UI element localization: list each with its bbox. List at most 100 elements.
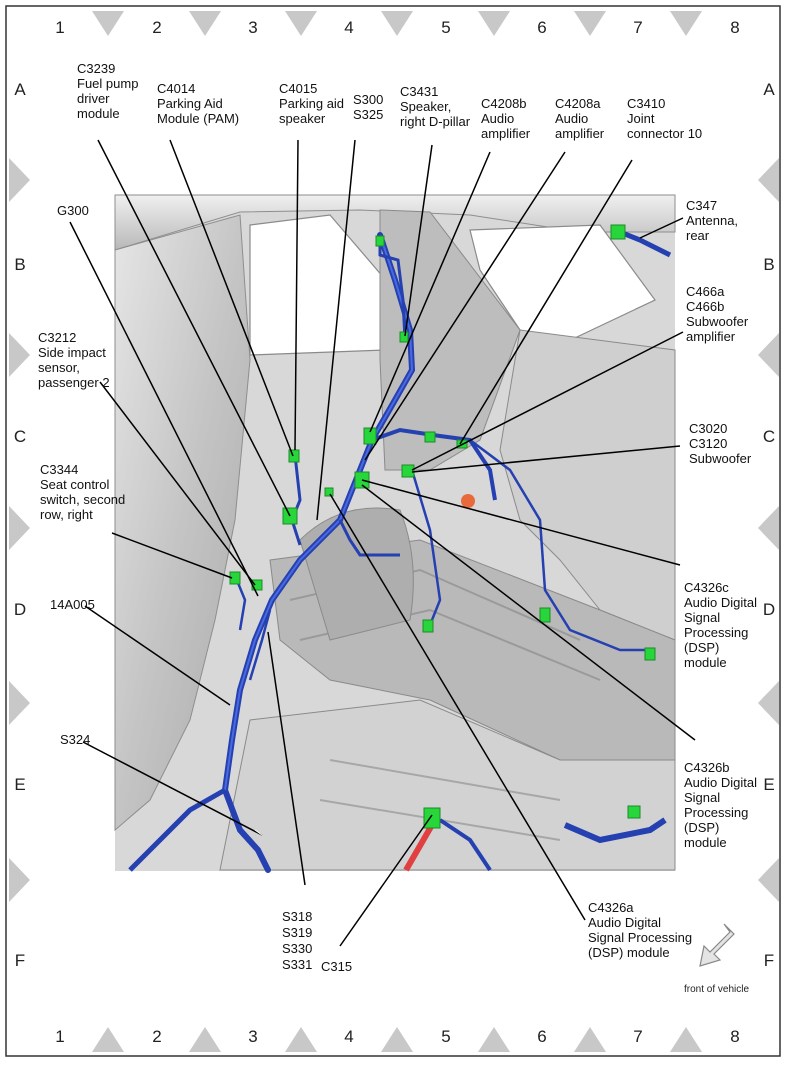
grid-marker-triangle xyxy=(189,1027,221,1052)
row-label: B xyxy=(14,255,25,274)
harness-branch xyxy=(248,609,272,681)
leader-c3431 xyxy=(404,144,433,337)
harness-branch xyxy=(234,577,247,631)
col-label: 2 xyxy=(152,18,161,37)
grid-marker-triangle xyxy=(758,158,779,202)
grid-marker-triangle xyxy=(381,1027,413,1052)
roof-panel xyxy=(114,194,676,251)
callout-14a005: 14A005 xyxy=(50,597,95,612)
connector-d-far-right xyxy=(644,647,656,661)
leader-c3239 xyxy=(97,139,291,517)
grid-marker-triangle xyxy=(285,11,317,36)
col-label: 3 xyxy=(248,1027,257,1046)
col-label: 8 xyxy=(730,1027,739,1046)
harness-branch xyxy=(338,519,400,557)
row-labels-left: A B C D E F xyxy=(14,80,26,970)
row-labels-right: A B C D E F xyxy=(763,80,775,970)
leader-c4326b xyxy=(361,484,696,741)
row-label: C xyxy=(763,427,775,446)
front-arrow-icon xyxy=(699,923,735,967)
leader-c3410 xyxy=(459,159,633,445)
col-label: 4 xyxy=(344,18,353,37)
floor-rib xyxy=(329,759,561,801)
col-label: 7 xyxy=(633,1027,642,1046)
callout-s324: S324 xyxy=(60,732,90,747)
row-label: F xyxy=(15,951,25,970)
callout-c4014: C4014 Parking Aid Module (PAM) xyxy=(157,81,239,126)
orange-component xyxy=(461,494,475,508)
connector-c4208a xyxy=(424,431,436,443)
row-label: E xyxy=(14,775,25,794)
leader-s324-highlight xyxy=(254,829,263,836)
grid-marker-triangle xyxy=(285,1027,317,1052)
vehicle-interior-illustration xyxy=(114,194,676,872)
leader-14a005 xyxy=(84,605,231,706)
col-label: 1 xyxy=(55,1027,64,1046)
leader-c4015 xyxy=(294,139,299,451)
harness-branch xyxy=(128,787,227,872)
connector-s300 xyxy=(375,235,385,247)
page-frame xyxy=(5,5,781,1057)
connector-c4208b xyxy=(363,427,377,445)
leader-c315 xyxy=(339,814,433,947)
grid-marker-triangle xyxy=(478,11,510,36)
red-cable xyxy=(403,823,435,872)
leader-c4208b xyxy=(369,151,491,433)
grid-marker-triangle xyxy=(92,1027,124,1052)
callout-c4326b: C4326b Audio Digital Signal Processing (… xyxy=(684,760,761,850)
leader-s318 xyxy=(267,631,306,886)
leader-c3344 xyxy=(111,532,233,579)
row-label: B xyxy=(763,255,774,274)
grid-marker-triangle xyxy=(381,11,413,36)
d-pillar xyxy=(379,209,521,471)
row-label: F xyxy=(764,951,774,970)
callout-c466: C466a C466b Subwoofer amplifier xyxy=(686,284,752,344)
leader-c4208a xyxy=(364,151,566,461)
callout-c3020: C3020 C3120 Subwoofer xyxy=(689,421,752,466)
callout-c3344: C3344 Seat control switch, second row, r… xyxy=(40,462,129,522)
connector-c3431 xyxy=(399,331,409,343)
harness-branch xyxy=(410,469,442,626)
leader-c466 xyxy=(411,331,684,471)
col-label: 3 xyxy=(248,18,257,37)
callout-s318: S318 S319 S330 S331 xyxy=(282,909,316,972)
connector-d-lower xyxy=(422,619,434,633)
row-label: A xyxy=(14,80,26,99)
grid-markers-top xyxy=(92,11,702,36)
leader-c4014 xyxy=(169,139,294,457)
grid-markers-bottom xyxy=(92,1027,702,1052)
harness-branch xyxy=(469,439,650,652)
leader-lines xyxy=(69,139,696,947)
row-label: D xyxy=(14,600,26,619)
row-label: D xyxy=(763,600,775,619)
grid-marker-triangle xyxy=(478,1027,510,1052)
grid-marker-triangle xyxy=(9,681,30,725)
grid-marker-triangle xyxy=(758,333,779,377)
quarter-panel-right xyxy=(499,329,676,641)
front-of-vehicle-indicator: front of vehicle xyxy=(684,923,749,995)
leader-c4326a xyxy=(329,493,586,921)
leader-c3020 xyxy=(411,445,681,473)
callout-c3431: C3431 Speaker, right D-pillar xyxy=(400,84,471,129)
callout-s300: S300 S325 xyxy=(353,92,387,122)
front-of-vehicle-label: front of vehicle xyxy=(684,984,749,995)
side-pillar-left xyxy=(114,214,251,832)
leader-s324 xyxy=(82,741,263,836)
row-label: A xyxy=(763,80,775,99)
leader-c4326c xyxy=(361,479,681,566)
grid-marker-triangle xyxy=(758,681,779,725)
connector-e-right xyxy=(627,805,641,819)
col-label: 4 xyxy=(344,1027,353,1046)
grid-marker-triangle xyxy=(574,1027,606,1052)
column-labels-bottom: 1 2 3 4 5 6 7 8 xyxy=(55,1027,739,1046)
wiring-harness xyxy=(128,227,672,873)
leader-c347 xyxy=(639,217,684,239)
grid-marker-triangle xyxy=(9,858,30,902)
callout-c3239: C3239 Fuel pump driver module xyxy=(77,61,142,121)
callout-c3410: C3410 Joint connector 10 xyxy=(627,96,702,141)
callout-c3212: C3212 Side impact sensor, passenger 2 xyxy=(38,330,110,390)
grid-marker-triangle xyxy=(9,506,30,550)
grid-markers-left xyxy=(9,158,30,902)
grid-marker-triangle xyxy=(758,858,779,902)
